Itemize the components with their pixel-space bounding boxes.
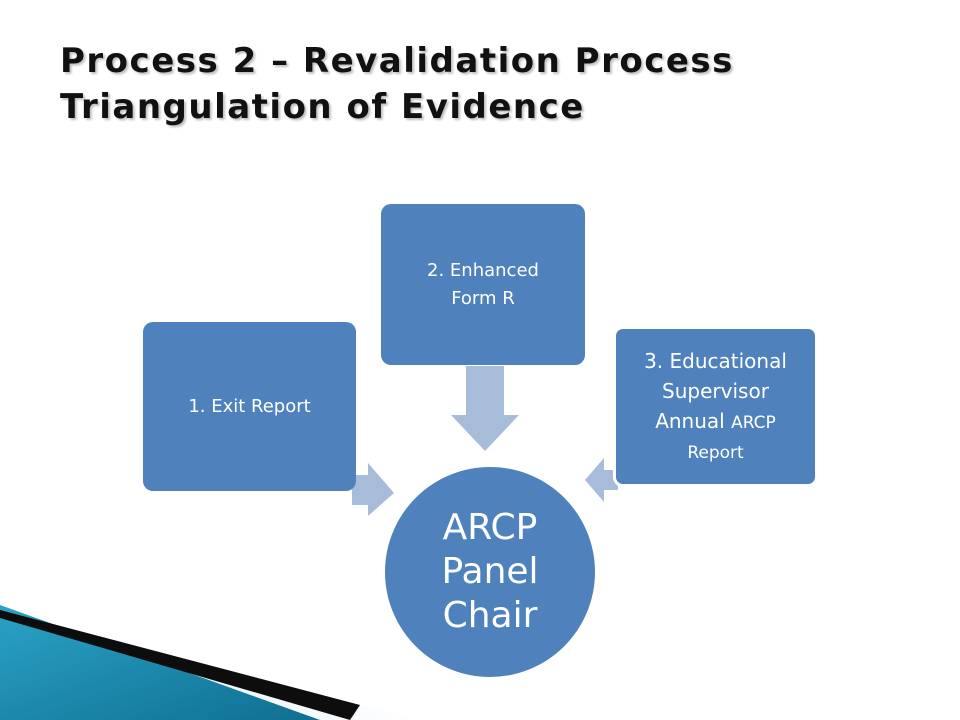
slide-title-line-2: Triangulation of Evidence xyxy=(60,87,585,127)
educational-supervisor-report-label: 3. Educational Supervisor Annual ARCP Re… xyxy=(644,346,787,468)
educational-supervisor-report-box: 3. Educational Supervisor Annual ARCP Re… xyxy=(613,326,818,487)
center-line-1: ARCP xyxy=(442,507,538,548)
slide-title-line-1: Process 2 – Revalidation Process xyxy=(60,41,734,81)
arrow-right-connector xyxy=(585,458,618,502)
dark-swoosh-shape xyxy=(0,610,360,720)
center-line-2: Panel xyxy=(441,551,539,592)
arcp-panel-chair-label: ARCP Panel Chair xyxy=(441,506,538,638)
educational-supervisor-annual: Annual xyxy=(655,408,725,433)
educational-supervisor-arcp: ARCP xyxy=(731,412,776,433)
exit-report-label: 1. Exit Report xyxy=(188,395,311,417)
educational-supervisor-line-1: 3. Educational xyxy=(644,348,787,373)
enhanced-form-r-label: 2. Enhanced Form R xyxy=(427,259,539,309)
arrow-left-connector xyxy=(352,463,394,516)
arrow-top-connector xyxy=(451,366,519,451)
educational-supervisor-line-3: Annual ARCP xyxy=(644,406,787,438)
educational-supervisor-line-4: Report xyxy=(687,442,744,463)
arcp-panel-chair-node: ARCP Panel Chair xyxy=(382,464,598,680)
educational-supervisor-line-2: Supervisor xyxy=(662,378,769,403)
enhanced-form-r-box: 2. Enhanced Form R xyxy=(381,204,585,365)
slide-title: Process 2 – Revalidation Process Triangu… xyxy=(60,38,920,130)
exit-report-box: 1. Exit Report xyxy=(143,322,356,491)
center-line-3: Chair xyxy=(442,595,538,636)
